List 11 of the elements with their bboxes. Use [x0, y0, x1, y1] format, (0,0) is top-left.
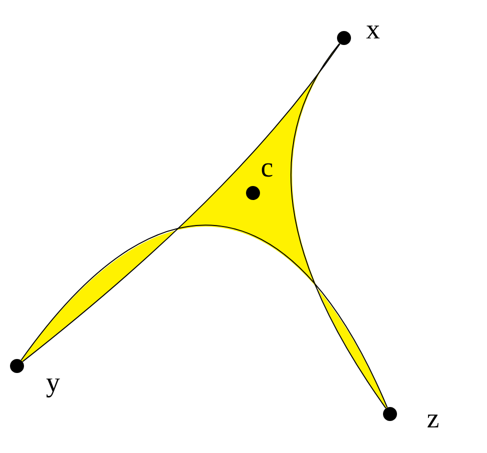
curved-line	[20, 225, 388, 408]
point	[337, 31, 351, 45]
point-label: x	[366, 26, 380, 38]
point-label: z	[428, 414, 438, 428]
point-label: c	[262, 163, 272, 177]
point-label: y	[46, 378, 60, 398]
curved-line	[22, 43, 340, 362]
curved-line	[290, 43, 386, 409]
point	[383, 407, 397, 421]
point	[246, 186, 260, 200]
point	[10, 359, 24, 373]
